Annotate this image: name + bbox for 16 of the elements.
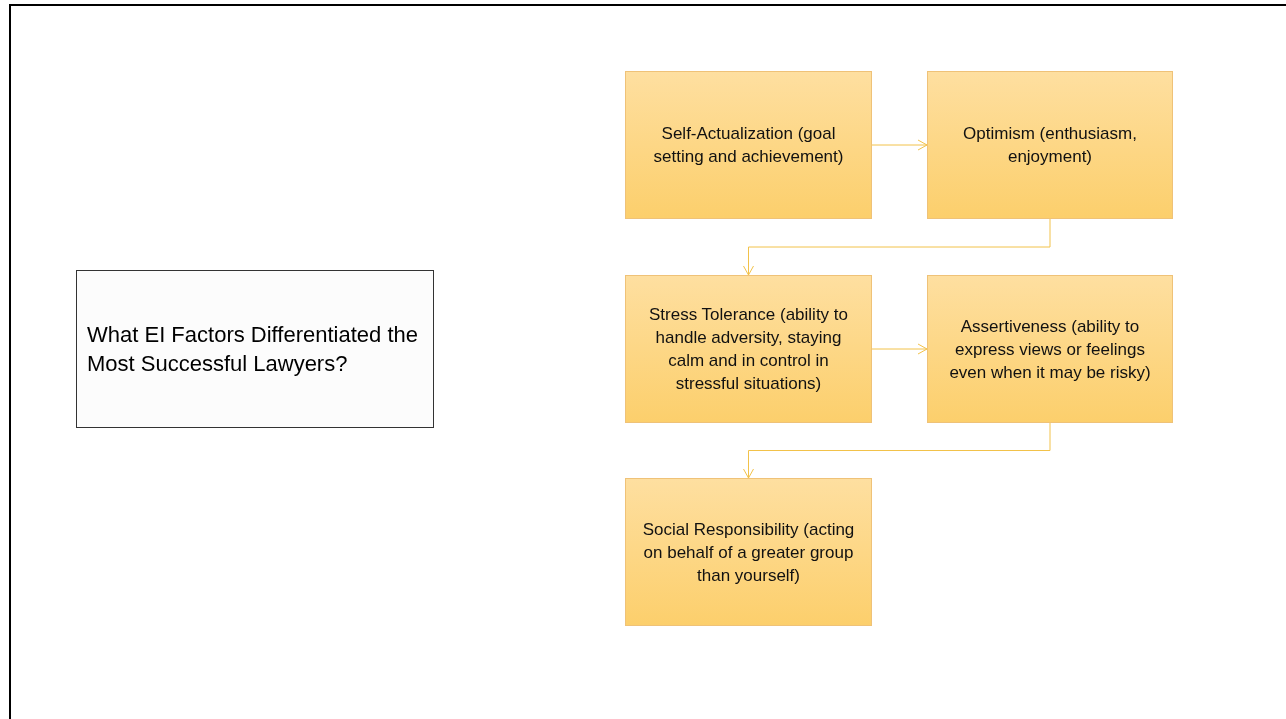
arrow [743,218,1051,276]
arrow [871,139,928,151]
arrow [871,343,928,355]
box-text: Self-Actualization (goal setting and achievement) [652,123,845,168]
title-box [76,270,434,428]
process-box [927,275,1173,423]
box-text: Optimism (enthusiasm, enjoyment) [962,123,1138,168]
box-text: Stress Tolerance (ability to handle adversity, staying calm and in control in stressful situations) [647,304,850,395]
box-text: Assertiveness (ability to express views or feelings even when it may be risky) [948,315,1152,384]
slide-title: What EI Factors Differentiated the Most Successful Lawyers? [87,321,419,378]
box-text: Social Responsibility (acting on behalf of a greater group than yourself) [641,518,856,587]
process-box [927,71,1173,219]
process-box [625,478,872,626]
process-box [625,71,872,219]
arrow [743,422,1051,479]
process-box [625,275,872,423]
